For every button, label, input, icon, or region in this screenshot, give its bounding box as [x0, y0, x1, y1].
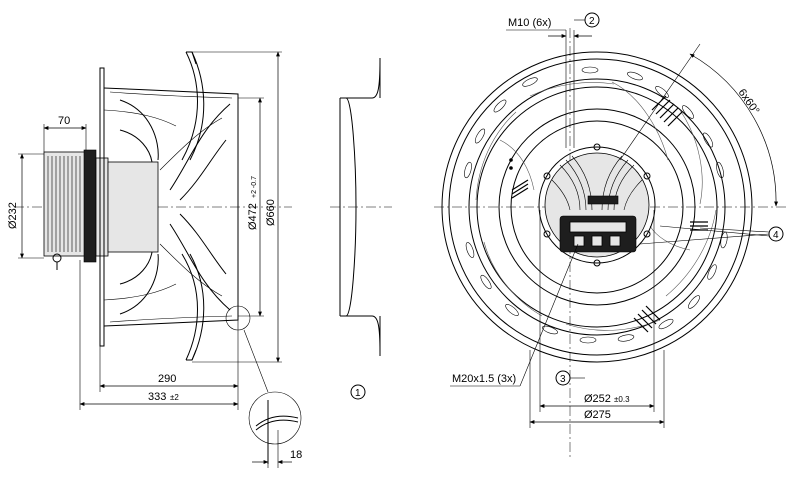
motor-cooling-fins [47, 156, 81, 252]
side-view [14, 51, 302, 464]
motor-housing [43, 151, 87, 257]
front-blades [475, 81, 717, 331]
motor-flange [83, 149, 97, 263]
impeller-shroud-ring [468, 78, 726, 336]
dim-m20-label: M20x1.5 (3x) [452, 373, 516, 385]
inner-ring [498, 108, 696, 306]
terminal-label-plate [569, 221, 627, 233]
hatched-ribs [511, 95, 708, 333]
dim-333-tolerance: ±2 [170, 393, 179, 402]
detail-view-circle [248, 391, 302, 445]
callout-2-label: 2 [589, 16, 595, 27]
dim-70-label: 70 [58, 115, 70, 127]
dim-18-label: 18 [290, 449, 302, 461]
dim-232-label: Ø232 [7, 202, 19, 229]
backplate [99, 67, 105, 347]
inlet-nozzle-view: 1 [330, 58, 392, 400]
dim-472-tolerance: +2 -0.7 [251, 176, 258, 198]
gland-3-icon [609, 235, 621, 247]
callout-4-label: 4 [773, 230, 779, 241]
callout-1-label: 1 [355, 388, 361, 399]
front-view [434, 28, 786, 460]
dim-275-label: Ø275 [584, 409, 611, 421]
impeller-blades [103, 51, 231, 361]
dim-6x60-label: 6x60° [736, 87, 762, 117]
dim-252-label: Ø252 [584, 393, 611, 405]
motor-front-fins [551, 155, 643, 211]
motor-stator [95, 157, 109, 257]
dim-660-label: Ø660 [265, 199, 277, 226]
dim-252-tolerance: ±0.3 [614, 395, 630, 404]
impeller-hub [107, 161, 159, 253]
dim-m10-label: M10 (6x) [508, 17, 551, 29]
detail-view [248, 391, 302, 464]
nameplate [587, 195, 619, 205]
dim-333-label: 333 [148, 391, 166, 403]
dim-290-label: 290 [158, 373, 176, 385]
gland-1-icon [573, 235, 585, 247]
outer-ring [441, 51, 753, 363]
callout-1-circle [350, 384, 366, 400]
mounting-holes [543, 143, 651, 267]
dim-472-label: Ø472 [247, 203, 259, 230]
side-view-dimensions: 70 Ø232 Ø472 +2 -0.7 Ø660 290 333 ±2 18 [7, 51, 302, 468]
gland-2-icon [591, 235, 603, 247]
callout-3-label: 3 [560, 374, 566, 385]
motor-front-ring [538, 146, 656, 264]
terminal-box [559, 215, 637, 253]
